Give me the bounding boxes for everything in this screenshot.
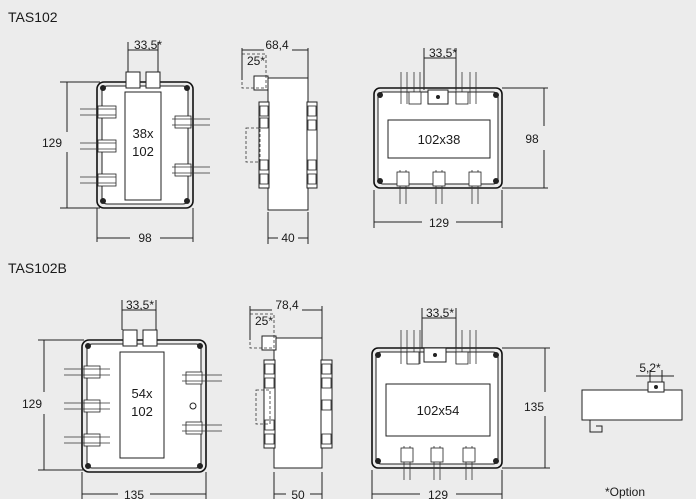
tas102-top-window-label: 102x38 [418, 132, 461, 147]
tas102-side-view: 68,4 25* 40 [241, 38, 318, 245]
tas102-front-view: 38x 102 129 98 33,5* [42, 38, 210, 245]
tas102b-front-left-terminals [64, 365, 110, 447]
tas102b-front-window-label-1: 54x [132, 386, 153, 401]
tas102b-side-depth-label: 78,4 [275, 298, 299, 312]
tas102-top-top-label: 33,5* [429, 46, 457, 60]
tas102b-front-top-label: 33,5* [126, 298, 154, 312]
tas102b-front-view: 54x 102 129 135 33,5* [22, 298, 222, 499]
tas102b-top-width-label: 129 [428, 488, 448, 499]
option-bracket-body [581, 389, 683, 421]
tas102-top-frame [373, 87, 503, 189]
tas102b-side-body [273, 337, 323, 469]
tas102b-top-lower-terminals [400, 446, 476, 480]
tas102-side-inner-label: 25* [247, 54, 265, 68]
tas102-side-left-plate [258, 101, 270, 189]
option-note: *Option [605, 485, 645, 499]
tas102b-top-window [385, 383, 491, 437]
tas102-front-window [124, 91, 162, 201]
tas102-title: TAS102 [8, 9, 58, 25]
tas102-front-left-terminals [80, 105, 117, 187]
tas102-front-right-terminals [172, 115, 210, 177]
tas102b-top-upper-terminals [400, 330, 477, 365]
tas102b-top-top-label: 33,5* [426, 306, 454, 320]
tas102-side-body [267, 77, 309, 211]
tas102b-side-base-label: 50 [291, 488, 305, 499]
tas102-front-height-label: 129 [42, 136, 62, 150]
option-detail: 5,2* *Option [581, 361, 683, 499]
tas102b-top-view: 102x54 33,5* 135 129 [371, 306, 550, 499]
tas102-front-width-label: 98 [138, 231, 152, 245]
tas102-top-view: 102x38 33,5* 98 129 [373, 46, 548, 230]
tas102-top-upper-terminals [400, 72, 477, 105]
tas102-front-top-label: 33,5* [134, 38, 162, 52]
tas102b-front-right-terminals [182, 371, 222, 435]
tas102-front-window-label-2: 102 [132, 144, 154, 159]
tas102-front-top-terminal-2 [145, 71, 161, 89]
tas102-top-window [387, 119, 491, 159]
tas102-top-width-label: 129 [429, 216, 449, 230]
tas102b-title: TAS102B [8, 260, 67, 276]
tas102b-front-width-label: 135 [124, 488, 144, 499]
tas102-front-frame [96, 81, 194, 209]
tas102-side-base-label: 40 [281, 231, 295, 245]
tas102-top-lower-terminals [396, 170, 482, 204]
option-dim-label: 5,2* [639, 361, 661, 375]
tas102b-front-height-label: 129 [22, 397, 42, 411]
tas102b-front-window-label-2: 102 [131, 404, 153, 419]
option-bracket-hook [589, 420, 603, 433]
tas102-side-depth-label: 68,4 [265, 38, 289, 52]
tas102b-front-window [119, 351, 165, 459]
tas102b-side-view: 78,4 25* 50 [249, 298, 333, 499]
tas102-top-height-label: 98 [525, 132, 539, 146]
tas102-front-window-label-1: 38x [133, 126, 154, 141]
tas102b-side-inner-label: 25* [255, 314, 273, 328]
tas102-front-top-terminal-1 [125, 71, 141, 89]
tas102-side-right-plate [306, 101, 318, 189]
tas102b-top-window-label: 102x54 [417, 403, 460, 418]
tas102b-top-height-label: 135 [524, 400, 544, 414]
